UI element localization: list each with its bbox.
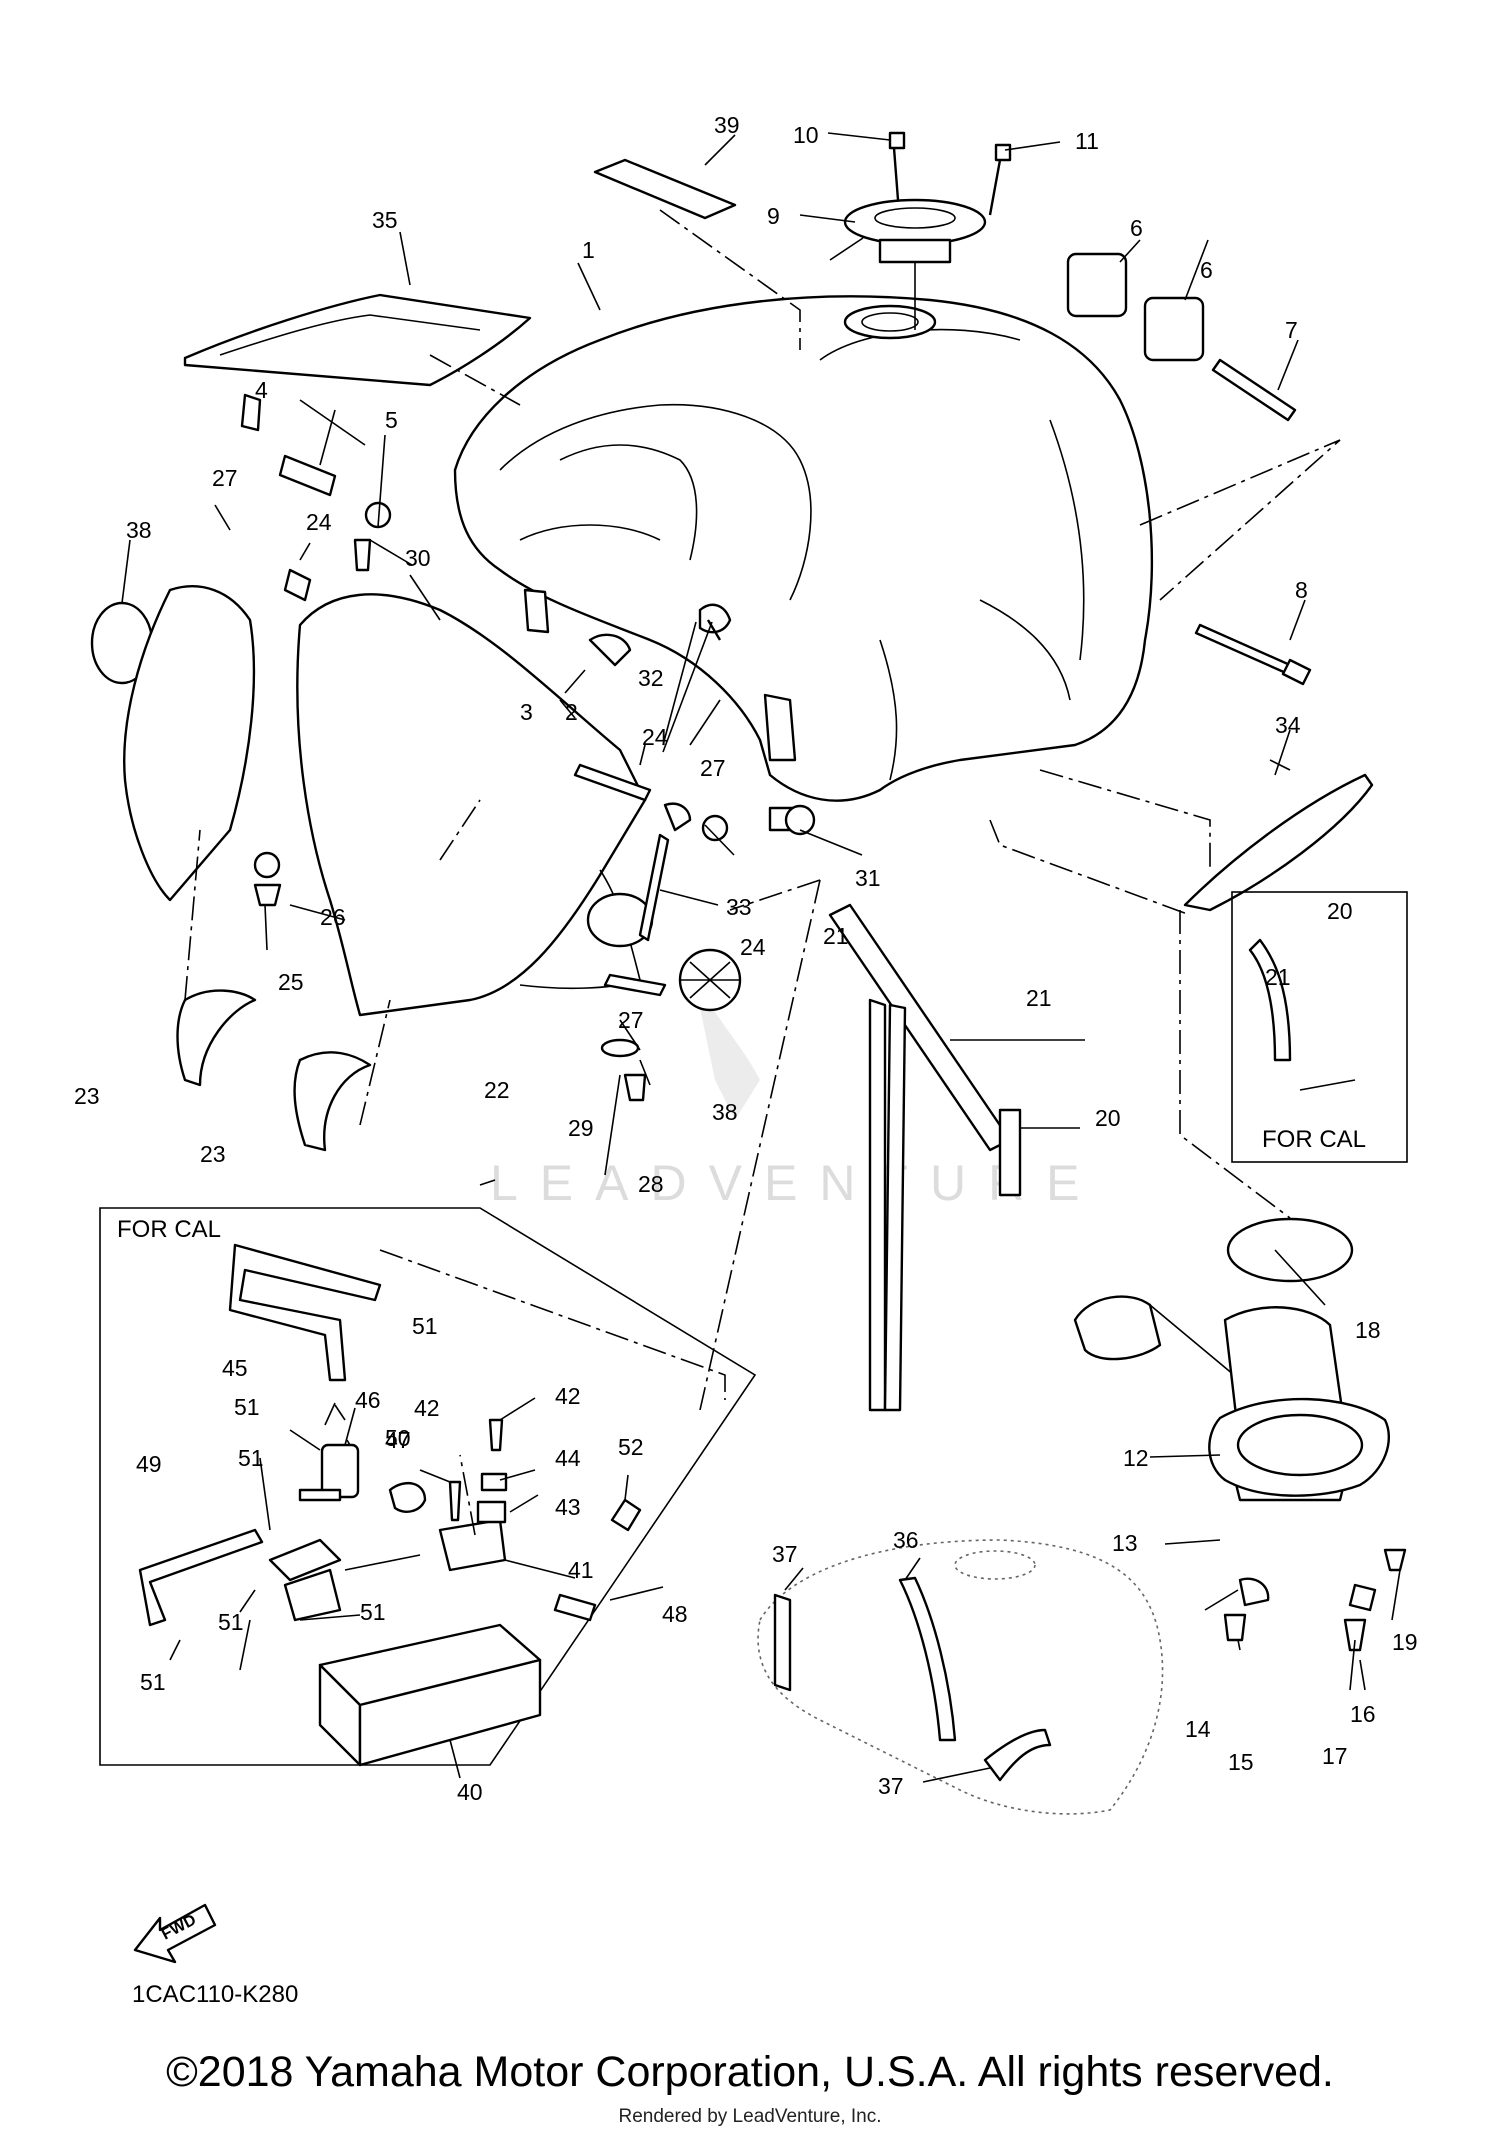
callout-42a: 42 <box>414 1395 440 1421</box>
callout-10: 10 <box>793 122 819 148</box>
callout-49: 49 <box>136 1451 162 1477</box>
watermark-text: LEADVENTURE <box>490 1155 1102 1211</box>
callout-2: 2 <box>565 699 578 725</box>
callout-12: 12 <box>1123 1445 1149 1471</box>
callout-19: 19 <box>1392 1629 1418 1655</box>
callout-1: 1 <box>582 237 595 263</box>
for-cal-box-left <box>99 1207 757 1766</box>
assembly-lines <box>184 209 1341 1536</box>
callout-20-box: 20 <box>1327 898 1353 924</box>
callout-3: 3 <box>520 699 533 725</box>
fuel-cap <box>843 198 987 330</box>
drawing-code: 1CAC110-K280 <box>132 1981 298 2008</box>
callout-51b: 51 <box>234 1394 260 1420</box>
callout-50: 50 <box>385 1425 411 1451</box>
callout-39: 39 <box>714 112 740 138</box>
canister <box>318 1623 542 1767</box>
callout-24c: 24 <box>740 934 766 960</box>
callout-23b: 23 <box>200 1141 226 1167</box>
callout-11: 11 <box>1075 128 1099 154</box>
callout-20: 20 <box>1095 1105 1121 1131</box>
callout-48: 48 <box>662 1601 688 1627</box>
fwd-arrow: FWD <box>133 1903 217 1964</box>
callout-21-box: 21 <box>1265 964 1291 990</box>
callout-37b: 37 <box>878 1773 904 1799</box>
for-cal-box-right <box>1231 891 1408 1163</box>
callout-44: 44 <box>555 1445 581 1471</box>
callout-16: 16 <box>1350 1701 1376 1727</box>
callout-29: 29 <box>568 1115 594 1141</box>
callout-27b: 27 <box>700 755 726 781</box>
callout-51a: 51 <box>412 1313 438 1339</box>
callout-51c: 51 <box>238 1445 264 1471</box>
callout-27c: 27 <box>618 1007 644 1033</box>
callout-38b: 38 <box>712 1099 738 1125</box>
callout-6b: 6 <box>1200 257 1213 283</box>
callout-27a: 27 <box>212 465 238 491</box>
callout-21b: 21 <box>1026 985 1052 1011</box>
callout-15: 15 <box>1228 1749 1254 1775</box>
callout-22: 22 <box>484 1077 510 1103</box>
callouts: 1 2 3 4 5 6 6 7 8 9 10 11 12 13 14 15 16… <box>74 112 1418 1805</box>
callout-7: 7 <box>1285 317 1298 343</box>
for-cal-label-right: FOR CAL <box>1262 1126 1366 1153</box>
callout-6a: 6 <box>1130 215 1143 241</box>
tank-outline <box>757 1539 1164 1815</box>
callout-4: 4 <box>255 377 268 403</box>
callout-24a: 24 <box>306 509 332 535</box>
callout-31: 31 <box>855 865 881 891</box>
callout-40: 40 <box>457 1779 483 1805</box>
callout-36: 36 <box>893 1527 919 1553</box>
callout-43: 43 <box>555 1494 581 1520</box>
callout-51e: 51 <box>360 1599 386 1625</box>
callout-51d: 51 <box>218 1609 244 1635</box>
callout-30: 30 <box>405 545 431 571</box>
callout-28: 28 <box>638 1171 664 1197</box>
callout-46: 46 <box>355 1387 381 1413</box>
callout-34: 34 <box>1275 712 1301 738</box>
side-cover <box>296 593 654 1017</box>
callout-32: 32 <box>638 665 664 691</box>
callout-38a: 38 <box>126 517 152 543</box>
callout-41: 41 <box>568 1557 594 1583</box>
callout-14: 14 <box>1185 1716 1211 1742</box>
callout-47: 47 <box>385 1427 411 1453</box>
callout-23a: 23 <box>74 1083 100 1109</box>
copyright-notice: ©2018 Yamaha Motor Corporation, U.S.A. A… <box>166 2048 1334 2096</box>
fuel-tank <box>453 295 1154 802</box>
callout-25: 25 <box>278 969 304 995</box>
callout-26: 26 <box>320 904 346 930</box>
callout-37a: 37 <box>772 1541 798 1567</box>
callout-17: 17 <box>1322 1743 1348 1769</box>
callout-42b: 42 <box>555 1383 581 1409</box>
callout-18: 18 <box>1355 1317 1381 1343</box>
callout-35: 35 <box>372 207 398 233</box>
callout-9: 9 <box>767 203 780 229</box>
callout-33: 33 <box>726 894 752 920</box>
rendered-by-notice: Rendered by LeadVenture, Inc. <box>618 2106 882 2127</box>
callout-8: 8 <box>1295 577 1308 603</box>
callout-24b: 24 <box>642 724 668 750</box>
leader-lines <box>121 132 1401 1783</box>
callout-5: 5 <box>385 407 398 433</box>
callout-45: 45 <box>222 1355 248 1381</box>
tank-pad <box>183 293 532 387</box>
callout-51f: 51 <box>140 1669 166 1695</box>
callout-21a: 21 <box>823 923 849 949</box>
callout-13: 13 <box>1112 1530 1138 1556</box>
for-cal-label-left: FOR CAL <box>117 1216 221 1243</box>
callout-52: 52 <box>618 1434 644 1460</box>
